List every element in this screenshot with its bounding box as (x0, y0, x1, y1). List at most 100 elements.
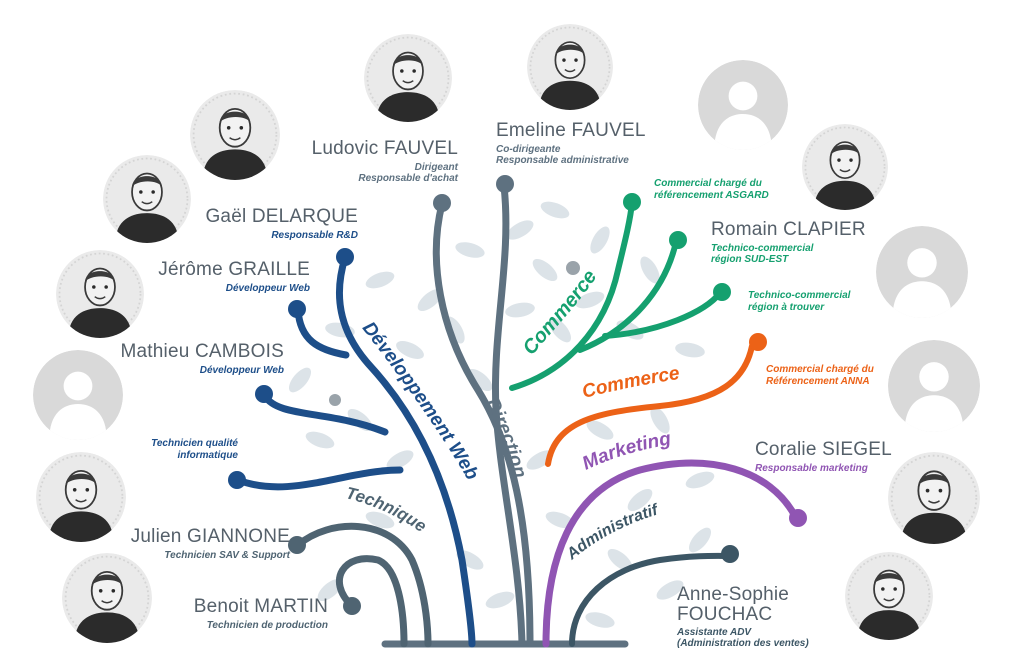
leaf-shape (585, 612, 615, 628)
leaf-shape (365, 511, 395, 529)
name-label: Jérôme GRAILLE (158, 259, 310, 280)
person-jerome: Jérôme GRAILLE Développeur Web (158, 259, 310, 294)
leaf-shape (386, 450, 414, 470)
name-label: Coralie SIEGEL (755, 439, 892, 460)
role-label: Assistante ADV (677, 626, 752, 638)
person-julien: Julien GIANNONE Technicien SAV & Support (131, 526, 290, 561)
label-dev-web: Développement Web (358, 318, 483, 484)
leaf-shape (640, 256, 660, 284)
role-label: Commercial chargé du (766, 364, 874, 375)
node-julien (288, 536, 306, 554)
role-label: Technicien SAV & Support (164, 549, 290, 561)
role-label: Technicien de production (206, 619, 328, 631)
branch-marketing (542, 459, 799, 648)
branch-dev-web (234, 254, 476, 648)
leaf-shape (288, 367, 312, 393)
role-label: Technico-commercial (711, 242, 814, 254)
person-gael: Gaël DELARQUE Responsable R&D (205, 206, 358, 241)
person-coralie: Coralie SIEGEL Responsable marketing (755, 439, 892, 474)
node-benoit (343, 597, 361, 615)
leaf-shape (540, 201, 570, 219)
node-anna (749, 333, 767, 351)
leaf-shape (506, 220, 534, 240)
leaf-shape (688, 527, 712, 553)
role-anna: Commercial chargé du Référencement ANNA (766, 364, 874, 387)
role-tech-qualite: Technicien qualité informatique (151, 438, 238, 461)
leaf-shape (656, 580, 684, 600)
leaf-shape (685, 471, 715, 489)
role-label: Technicien qualité (151, 438, 238, 449)
role-label: (Administration des ventes) (677, 638, 809, 650)
role-label: Responsable marketing (755, 462, 868, 474)
role-label: Dirigeant (414, 161, 458, 173)
name-label: Ludovic FAUVEL (311, 138, 458, 159)
node-tech-qualite (228, 471, 246, 489)
node-mathieu (255, 385, 273, 403)
avatar-placeholder-left (33, 350, 123, 440)
leaf-shape (607, 548, 633, 572)
role-label: région à trouver (748, 301, 825, 313)
node-anne-sophie (721, 545, 739, 563)
avatar-emeline (527, 24, 613, 110)
leaf-shape (590, 226, 610, 254)
avatar-benoit (62, 553, 152, 643)
name-label: FOUCHAC (677, 603, 773, 625)
role-label: Responsable d'achat (358, 173, 458, 185)
leaf-shape (575, 291, 605, 309)
name-label: Emeline FAUVEL (496, 120, 646, 141)
node-emeline (496, 175, 514, 193)
leaf-shape (532, 258, 558, 282)
name-label: Gaël DELARQUE (205, 206, 358, 227)
role-label: Développeur Web (199, 364, 284, 376)
avatar-anne-sophie (845, 552, 933, 640)
role-label: Responsable R&D (271, 229, 358, 241)
node-romain (669, 231, 687, 249)
role-label: Co-dirigeante (496, 143, 561, 155)
leaf-shape (305, 431, 335, 449)
person-anne-sophie: Anne-Sophie FOUCHAC Assistante ADV (Admi… (677, 585, 809, 650)
name-label: Anne-Sophie (677, 584, 790, 605)
person-romain: Romain CLAPIER Technico-commercial régio… (711, 219, 866, 266)
role-label: référencement ASGARD (654, 189, 769, 201)
leaf-shape (545, 511, 575, 529)
leaf-shape (417, 288, 443, 312)
name-label: Mathieu CAMBOIS (120, 341, 284, 362)
leaf-shape (365, 271, 395, 289)
role-label: Référencement ANNA (766, 375, 870, 387)
name-label: Benoit MARTIN (193, 596, 328, 617)
leaf-shape (526, 450, 554, 470)
name-label: Julien GIANNONE (130, 526, 290, 547)
avatar-coralie (888, 452, 980, 544)
decor-dot (566, 261, 580, 275)
avatar-jerome (56, 250, 144, 338)
leaf-shape (467, 368, 493, 392)
node-jerome (288, 300, 306, 318)
leaf-shape (505, 302, 535, 318)
role-label: région SUD-EST (711, 254, 789, 266)
leaf-shape (675, 342, 705, 358)
node-ludovic (433, 194, 451, 212)
name-label: Romain CLAPIER (711, 219, 866, 240)
node-gael (336, 248, 354, 266)
branch-administratif (569, 552, 733, 647)
node-asgard (623, 193, 641, 211)
avatar-placeholder-top-right (698, 60, 788, 150)
avatar-gael (103, 155, 191, 243)
role-asgard: Commercial chargé du référencement ASGAR… (654, 178, 769, 201)
avatar-ludovic (364, 34, 452, 122)
leaf-shape (650, 406, 670, 434)
branch-technique (294, 522, 432, 648)
avatar-person-right-1 (802, 124, 888, 210)
role-label: Responsable administrative (496, 155, 629, 167)
label-direction: Direction (481, 395, 530, 480)
avatar-person-top-left (190, 90, 280, 180)
role-tc-trouver: Technico-commercial région à trouver (748, 290, 850, 313)
branch-commerce-green (509, 200, 723, 391)
person-ludovic: Ludovic FAUVEL Dirigeant Responsable d'a… (312, 138, 458, 185)
leaf-shape (396, 341, 424, 359)
avatar-placeholder-right-2 (888, 340, 980, 432)
leaf-shape (455, 242, 485, 258)
avatar-placeholder-right-1 (876, 226, 968, 318)
label-commerce-orange: Commerce (580, 363, 681, 403)
